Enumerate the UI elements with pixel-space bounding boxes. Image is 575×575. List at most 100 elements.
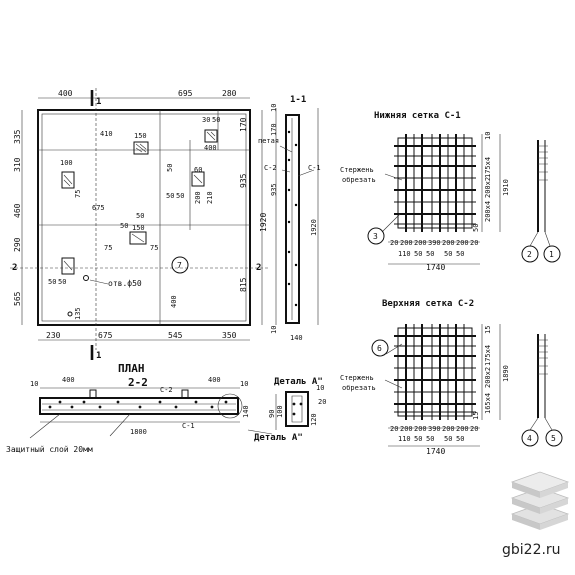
section-1-1-title: 1-1: [290, 95, 306, 105]
detail-a-drawing: [247, 391, 309, 435]
plan-dim-left-5: 565: [13, 291, 22, 306]
section-1-1-dim: 10: [270, 326, 278, 334]
mesh-c2-bar-details: [529, 334, 553, 431]
mesh-c1-dim: 200x4: [484, 201, 492, 222]
plan-dim-right-4: 1920: [259, 213, 268, 232]
mesh-c2-dim-b: 50: [426, 435, 434, 443]
mesh-c1-dim-b: 50: [414, 250, 422, 258]
section-2-2-dim: 140: [242, 405, 250, 418]
plan-dim-bottom-2: 675: [98, 331, 113, 340]
plan-dim-inner: 200: [194, 191, 202, 204]
mesh-c2-bar-callout-circle: [521, 429, 539, 447]
plan-dim-inner: 410: [100, 130, 113, 138]
mesh-c2-grid: [384, 324, 501, 447]
section-2-2-title: 2-2: [128, 376, 148, 389]
plan-dim-right-2: 935: [239, 173, 248, 188]
mesh-c1-dim: 175x4: [484, 157, 492, 178]
plan-dim-right-3: 815: [239, 277, 248, 292]
mesh-c2-dim-a: 20: [390, 425, 398, 433]
plan-dim-inner: 50: [58, 278, 66, 286]
mesh-c2-dim-b: 110: [398, 435, 411, 443]
plan-drawing: [10, 88, 270, 360]
plan-section-mark-bottom: 1: [96, 351, 101, 361]
mesh-c1-dim-b: 50: [426, 250, 434, 258]
mesh-c2-dim-a: 200: [442, 425, 455, 433]
mesh-c1-callout: 3: [373, 232, 378, 241]
mesh-c1-bar-callout-circle: [543, 245, 561, 263]
mesh-c2-dim-b: 50: [414, 435, 422, 443]
mesh-c1-dim-a: 20: [470, 239, 478, 247]
mesh-c1-callout-circle: [367, 227, 385, 245]
section-2-2-label-c1: С-1: [182, 422, 195, 430]
section-1-1-dim: 935: [270, 183, 278, 196]
plan-dim-top-2: 695: [178, 89, 193, 98]
mesh-c1-cut-note-2: обрезать: [342, 176, 376, 184]
plan-dim-inner: 50: [212, 116, 220, 124]
mesh-c1-dim: 50: [472, 224, 480, 232]
mesh-c1-bar-callout-2: 2: [527, 250, 532, 259]
plan-dim-inner: 75: [74, 190, 82, 198]
mesh-c2-dim-a: 390: [428, 425, 441, 433]
plan-dim-inner: 30: [202, 116, 210, 124]
section-2-2-dim: 400: [208, 376, 221, 384]
plan-section-mark-left: 2: [12, 263, 17, 273]
detail-a-title: Деталь А": [274, 377, 323, 387]
mesh-c2-cut-note-2: обрезать: [342, 384, 376, 392]
mesh-c1-dim-a: 200: [456, 239, 469, 247]
mesh-c1-grid: [381, 134, 501, 265]
mesh-c1-dim: 200x2: [484, 177, 492, 198]
section-2-2-detail-link: Деталь А": [254, 433, 303, 443]
mesh-c2-bar-callout-4: 4: [527, 434, 532, 443]
plan-dim-bottom-1: 230: [46, 331, 61, 340]
mesh-c1-cut-note-1: Стержень: [340, 166, 374, 174]
plan-dim-inner: 50: [136, 212, 144, 220]
plan-section-mark-top: 1: [96, 97, 101, 107]
mesh-c2-dim: 15: [472, 412, 480, 420]
plan-dim-inner: 150: [132, 224, 145, 232]
detail-a-dim: 20: [318, 398, 326, 406]
plan-title: ПЛАН: [118, 362, 145, 375]
mesh-c1-bar-callout-circle: [521, 245, 539, 263]
mesh-c2-total: 1740: [426, 447, 445, 456]
mesh-c1-dim-a: 20: [390, 239, 398, 247]
plan-dim-inner: 100: [60, 159, 73, 167]
plan-dim-inner: 150: [134, 132, 147, 140]
mesh-c1-title: Нижняя сетка С-1: [374, 111, 461, 121]
section-1-1-dim: 10: [270, 104, 278, 112]
plan-dim-right-1: 170: [239, 117, 248, 132]
mesh-c1-dim-a: 200: [442, 239, 455, 247]
plan-dim-inner: 50: [166, 192, 174, 200]
mesh-c1-dim-a: 200: [414, 239, 427, 247]
mesh-c1-dim-a: 390: [428, 239, 441, 247]
mesh-c2-dim-a: 200: [414, 425, 427, 433]
section-2-2-dim: 10: [240, 380, 248, 388]
mesh-c2-dim-a: 200: [456, 425, 469, 433]
plan-dim-inner: 675: [92, 204, 105, 212]
mesh-c1-dim: 10: [484, 132, 492, 140]
section-2-2-dim: 1800: [130, 428, 147, 436]
plan-hole-label: отв.ф50: [108, 279, 142, 288]
mesh-c2-bar-callout-5: 5: [551, 434, 556, 443]
plan-callout-circle: [171, 256, 189, 274]
mesh-c2-dim: 165x4: [484, 393, 492, 414]
plan-dim-inner: 50: [120, 222, 128, 230]
mesh-c1-dim-a: 200: [400, 239, 413, 247]
mesh-c2-callout-circle: [371, 339, 389, 357]
section-1-1-label-c2: С-2: [264, 164, 277, 172]
plan-dim-inner: 50: [166, 164, 174, 172]
plan-dim-left-4: 290: [13, 237, 22, 252]
plan-section-mark-right: 2: [256, 263, 261, 273]
mesh-c2-dim-b: 50: [444, 435, 452, 443]
plan-dim-inner: 135: [74, 307, 82, 320]
mesh-c2-dim: 200x2: [484, 367, 492, 388]
watermark-text: gbi22.ru: [502, 542, 561, 558]
plan-dim-inner: 75: [104, 244, 112, 252]
plan-dim-left-3: 460: [13, 203, 22, 218]
plan-dim-inner: 60: [194, 166, 202, 174]
mesh-c2-cut-note-1: Стержень: [340, 374, 374, 382]
plan-dim-inner: 210: [206, 191, 214, 204]
section-2-2-dim: 400: [62, 376, 75, 384]
mesh-c2-dim: 15: [484, 326, 492, 334]
plan-dim-inner: 400: [170, 295, 178, 308]
section-2-2-label-c2: С-2: [160, 386, 173, 394]
